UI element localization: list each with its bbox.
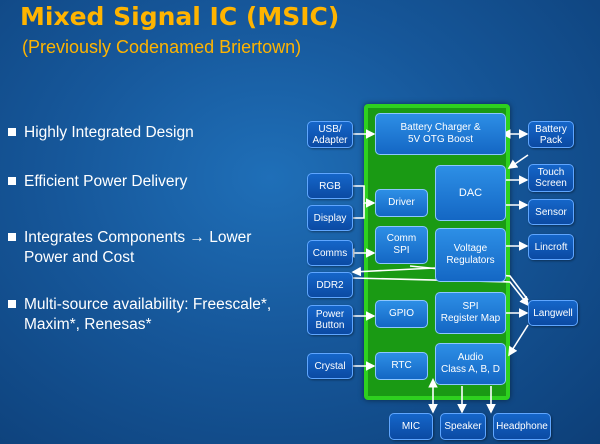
sensor-block: Sensor bbox=[528, 199, 574, 225]
arrow-display-driver bbox=[353, 203, 365, 219]
bullet-item: Efficient Power Delivery bbox=[8, 172, 298, 192]
page-subtitle: (Previously Codenamed Briertown) bbox=[22, 37, 302, 57]
battery-pack-block: Battery Pack bbox=[528, 121, 574, 148]
spi-register-map-block: SPI Register Map bbox=[435, 292, 506, 334]
lincroft-block: Lincroft bbox=[528, 234, 574, 260]
arrow-touch bbox=[507, 154, 529, 169]
bullet-item: Integrates Components → Lower Power and … bbox=[8, 228, 298, 268]
touch-screen-block: Touch Screen bbox=[528, 164, 574, 192]
bullet-square-icon bbox=[8, 233, 16, 241]
bullet-item: Highly Integrated Design bbox=[8, 123, 298, 143]
display-block: Display bbox=[307, 205, 353, 231]
usb-adapter-block: USB/ Adapter bbox=[307, 121, 353, 148]
comm-spi-block: Comm SPI bbox=[375, 226, 428, 264]
gpio-block: GPIO bbox=[375, 300, 428, 328]
audio-block: Audio Class A, B, D bbox=[435, 343, 506, 385]
page-title: Mixed Signal IC (MSIC) bbox=[20, 2, 340, 31]
ddr2-block: DDR2 bbox=[307, 272, 353, 298]
arrow-vr-ddr2 bbox=[351, 266, 436, 277]
headphone-block: Headphone bbox=[493, 413, 551, 440]
voltage-regulators-block: Voltage Regulators bbox=[435, 228, 506, 282]
bullet-item: Multi-source availability: Freescale*, M… bbox=[8, 295, 298, 335]
rgb-block: RGB bbox=[307, 173, 353, 199]
comms-block: Comms bbox=[307, 240, 353, 266]
crystal-block: Crystal bbox=[307, 353, 353, 379]
bullet-square-icon bbox=[8, 300, 16, 308]
langwell-block: Langwell bbox=[528, 300, 578, 326]
bullet-square-icon bbox=[8, 128, 16, 136]
speaker-block: Speaker bbox=[440, 413, 486, 440]
rtc-block: RTC bbox=[375, 352, 428, 380]
power-button-block: Power Button bbox=[307, 305, 353, 335]
arrow-langwell-audio bbox=[508, 324, 529, 357]
arrow-rgb-driver bbox=[353, 185, 376, 208]
bullet-square-icon bbox=[8, 177, 16, 185]
battery-charger-block: Battery Charger & 5V OTG Boost bbox=[375, 113, 506, 155]
mic-block: MIC bbox=[389, 413, 433, 440]
arrow-ddr2-langwell bbox=[352, 277, 529, 307]
driver-block: Driver bbox=[375, 189, 428, 217]
dac-block: DAC bbox=[435, 165, 506, 221]
